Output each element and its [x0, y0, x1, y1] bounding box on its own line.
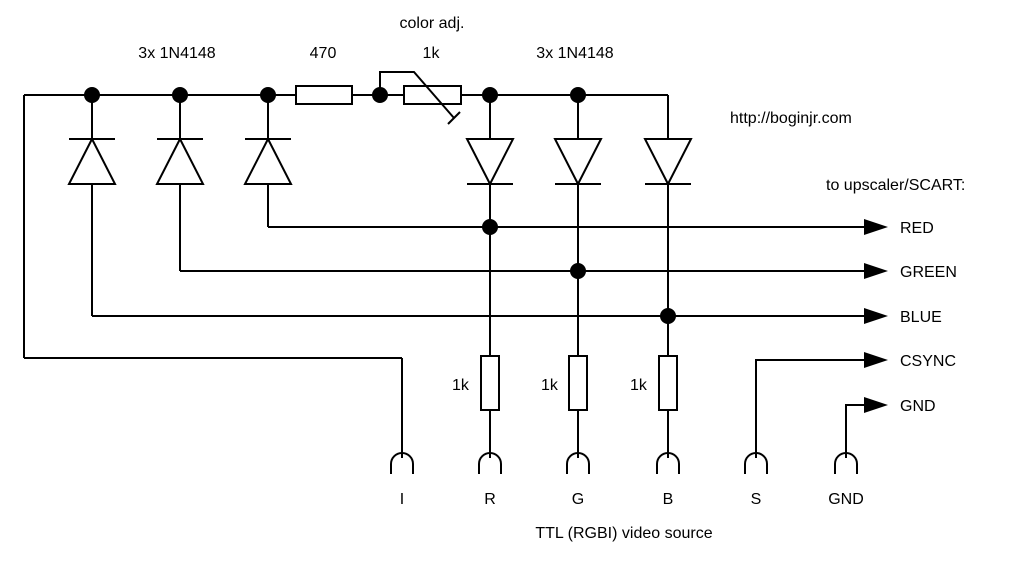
- gnd-output-line: [845, 397, 888, 458]
- diode-left-1: [67, 95, 117, 316]
- g-resistor-label: 1k: [541, 377, 559, 394]
- connector-i-icon: [390, 452, 414, 474]
- diode-left-3: [243, 95, 293, 227]
- resistor-r-1k: [480, 355, 500, 458]
- diodes-right-label: 3x 1N4148: [536, 45, 613, 62]
- connector-g-icon: [566, 452, 590, 474]
- input-i-label: I: [400, 491, 404, 508]
- r-resistor-label: 1k: [452, 377, 470, 394]
- csync-output-line: [755, 352, 888, 458]
- green-label: GREEN: [900, 264, 957, 281]
- diodes-left-label: 3x 1N4148: [138, 45, 215, 62]
- input-g-label: G: [572, 491, 584, 508]
- red-output-line: [268, 219, 888, 235]
- csync-label: CSYNC: [900, 353, 956, 370]
- blue-output-line: [92, 308, 888, 324]
- video-source-label: TTL (RGBI) video source: [535, 525, 712, 542]
- resistor-b-1k: [658, 355, 678, 458]
- connector-b-icon: [656, 452, 680, 474]
- connector-gnd-icon: [834, 452, 858, 474]
- resistor-g-1k: [568, 355, 588, 458]
- r470-label: 470: [310, 45, 337, 62]
- blue-label: BLUE: [900, 309, 942, 326]
- potentiometer-1k: [379, 71, 462, 125]
- gnd-out-label: GND: [900, 398, 936, 415]
- red-label: RED: [900, 220, 934, 237]
- resistor-470: [295, 85, 353, 105]
- connector-r-icon: [478, 452, 502, 474]
- input-gnd-label: GND: [828, 491, 864, 508]
- pot-1k-label: 1k: [423, 45, 441, 62]
- connector-s-icon: [744, 452, 768, 474]
- to-upscaler-label: to upscaler/SCART:: [826, 177, 965, 194]
- diode-left-2: [155, 95, 205, 271]
- input-s-label: S: [751, 491, 762, 508]
- junction-dots: [84, 87, 676, 324]
- green-output-line: [180, 263, 888, 279]
- url-label: http://boginjr.com: [730, 110, 852, 127]
- input-r-label: R: [484, 491, 496, 508]
- color-adj-label: color adj.: [400, 15, 465, 32]
- input-b-label: B: [663, 491, 674, 508]
- b-resistor-label: 1k: [630, 377, 648, 394]
